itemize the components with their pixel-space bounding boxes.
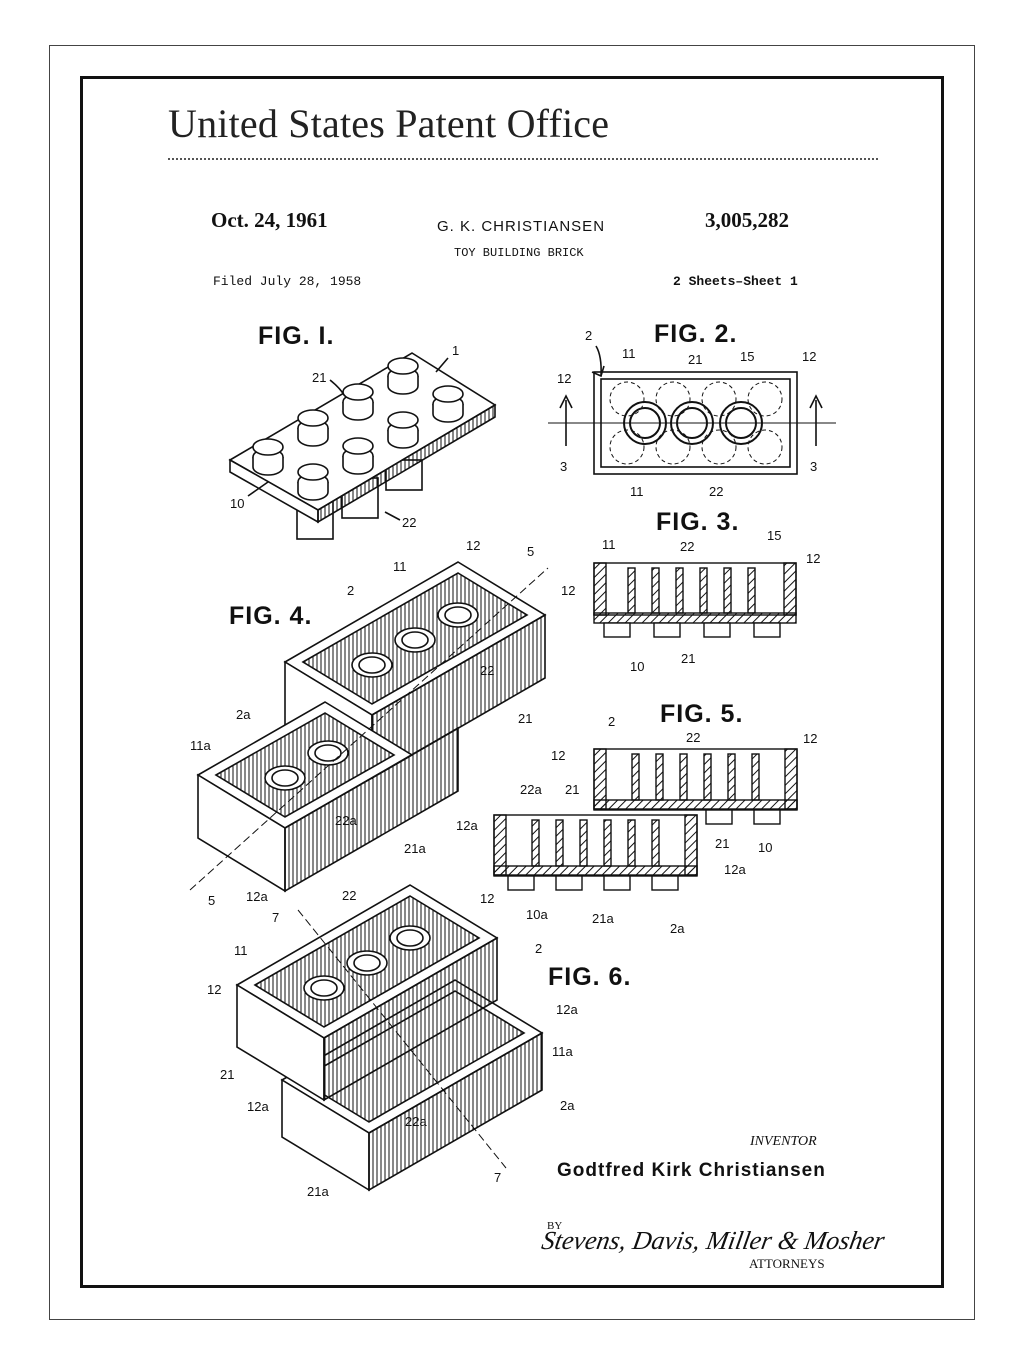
ref-fig6-11: 11 <box>234 943 248 958</box>
fig1-label: FIG. I. <box>258 322 335 350</box>
ref-fig5-2a-bottom: 2a <box>670 921 685 936</box>
ref-fig3-10: 10 <box>630 659 644 674</box>
inventor-name: Godtfred Kirk Christiansen <box>557 1160 826 1181</box>
fig2-arrow-right <box>809 394 823 446</box>
fig3-studs <box>603 622 781 638</box>
ref-fig3-21: 21 <box>681 651 695 666</box>
ref-fig2-3b: 3 <box>810 459 817 474</box>
ref-fig5-10a: 10a <box>526 907 548 922</box>
inventor-label: INVENTOR <box>750 1134 817 1149</box>
ref-fig6-7a: 7 <box>272 910 279 925</box>
ref-fig2-21: 21 <box>688 352 702 367</box>
inner-frame <box>80 76 944 1288</box>
ref-fig6-12a-b: 12a <box>556 1002 578 1017</box>
fig1-front-face <box>317 403 496 524</box>
attorney-signature: Stevens, Davis, Miller & Mosher <box>539 1226 887 1255</box>
patent-date: Oct. 24, 1961 <box>211 208 328 232</box>
ref-fig2-2: 2 <box>585 328 592 343</box>
ref-fig4-12a: 12a <box>246 889 268 904</box>
fig6-drawing: 22 12 7 11 2 12 12a 11a 21 12a 22a 2a 21… <box>207 884 578 1199</box>
filed-date: Filed July 28, 1958 <box>213 274 362 289</box>
ref-fig2-12b: 12 <box>557 371 571 386</box>
ref-fig4-5a: 5 <box>527 544 534 559</box>
fig1-drawing: 1 21 10 22 <box>228 343 497 540</box>
sheets-count: 2 Sheets–Sheet 1 <box>673 274 798 289</box>
ref-fig6-2: 2 <box>535 941 542 956</box>
ref-fig6-2a: 2a <box>560 1098 575 1113</box>
ref-fig6-12b: 12 <box>207 982 221 997</box>
fig5-drawing: 2 22 12 12 22a 21 12a 21 10 12a 10a 21a … <box>456 714 817 936</box>
ref-fig5-12b: 12 <box>551 748 565 763</box>
ref-fig5-12a-right: 12a <box>724 862 746 877</box>
fig4-upper-brick <box>283 561 547 780</box>
attorneys-label: ATTORNEYS <box>749 1256 825 1271</box>
by-label: BY <box>547 1220 563 1232</box>
fig1-studs <box>252 357 464 501</box>
ref-fig2-11b: 11 <box>630 484 644 499</box>
fig4-drawing: 12 5 11 2 22 21 2a 11a 22a 21a 12a 5 <box>189 538 549 908</box>
fig6-upper-brick <box>235 884 499 1102</box>
fig3-drawing: 11 22 15 12 12 10 21 <box>561 528 820 674</box>
ref-fig6-12a: 12 <box>480 891 494 906</box>
ref-fig2-11a: 11 <box>622 346 636 361</box>
ref-fig6-12a-c: 12a <box>247 1099 269 1114</box>
office-title: United States Patent Office <box>168 101 610 146</box>
outer-frame <box>49 45 975 1320</box>
ref-fig6-21: 21 <box>220 1067 234 1082</box>
ref-fig5-12a: 12 <box>803 731 817 746</box>
ref-fig3-12a: 12 <box>806 551 820 566</box>
ref-fig1-21: 21 <box>312 370 326 385</box>
fig3-label: FIG. 3. <box>656 508 740 536</box>
ref-fig2-15: 15 <box>740 349 754 364</box>
fig2-drawing: 2 11 21 15 12 12 3 3 11 22 <box>548 328 836 499</box>
ref-fig6-11a: 11a <box>552 1044 573 1059</box>
ref-fig6-7b: 7 <box>494 1170 501 1185</box>
ref-fig3-11: 11 <box>602 537 616 552</box>
ref-fig4-2a: 2a <box>236 707 251 722</box>
ref-fig5-10: 10 <box>758 840 772 855</box>
ref-fig4-21a: 21a <box>404 841 426 856</box>
fig2-arrow-left <box>559 394 573 446</box>
ref-fig4-22: 22 <box>480 663 494 678</box>
patent-title: TOY BUILDING BRICK <box>454 246 584 260</box>
ref-fig1-22: 22 <box>402 515 416 530</box>
ref-fig4-11: 11 <box>393 559 407 574</box>
ref-fig2-12a: 12 <box>802 349 816 364</box>
fig6-label: FIG. 6. <box>548 963 632 991</box>
ref-fig6-22a: 22a <box>405 1114 427 1129</box>
inventor-short: G. K. CHRISTIANSEN <box>437 218 606 235</box>
ref-fig4-22a: 22a <box>335 813 357 828</box>
ref-fig1-1: 1 <box>452 343 459 358</box>
title-rule <box>168 158 878 160</box>
fig6-lower-brick <box>280 979 544 1192</box>
patent-number: 3,005,282 <box>705 208 789 232</box>
ref-fig6-21a: 21a <box>307 1184 329 1199</box>
ref-fig2-3a: 3 <box>560 459 567 474</box>
ref-fig5-22: 22 <box>686 730 700 745</box>
ref-fig4-21: 21 <box>518 711 532 726</box>
ref-fig3-22: 22 <box>680 539 694 554</box>
ref-fig4-11a: 11a <box>190 738 211 753</box>
ref-fig5-12a-label: 12a <box>456 818 478 833</box>
fig2-label: FIG. 2. <box>654 320 738 348</box>
ref-fig1-10: 10 <box>230 496 244 511</box>
ref-fig2-22: 22 <box>709 484 723 499</box>
fig5-label: FIG. 5. <box>660 700 744 728</box>
ref-fig5-21a: 21 <box>565 782 579 797</box>
fig4-lower-brick <box>196 701 459 893</box>
fig3-tube-walls <box>627 567 756 614</box>
ref-fig6-22: 22 <box>342 888 356 903</box>
ref-fig5-21b: 21 <box>715 836 729 851</box>
fig4-label: FIG. 4. <box>229 602 313 630</box>
ref-fig3-12b: 12 <box>561 583 575 598</box>
ref-fig4-5b: 5 <box>208 893 215 908</box>
ref-fig4-12: 12 <box>466 538 480 553</box>
ref-fig5-2a: 2 <box>608 714 615 729</box>
ref-fig5-21a-bottom: 21a <box>592 911 614 926</box>
ref-fig5-22a: 22a <box>520 782 542 797</box>
ref-fig3-15: 15 <box>767 528 781 543</box>
ref-fig4-2: 2 <box>347 583 354 598</box>
